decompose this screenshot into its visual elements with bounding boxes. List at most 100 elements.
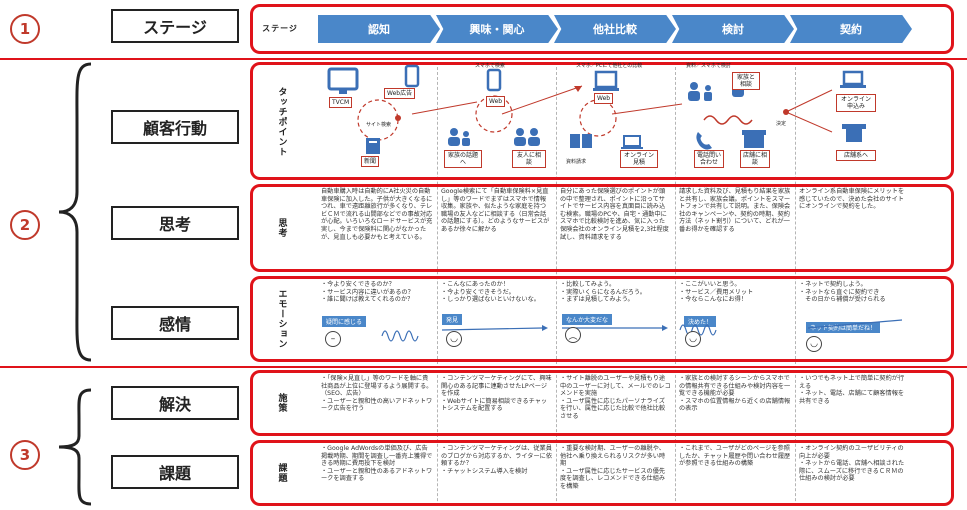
thought-frame [250,184,954,272]
laptop-icon [621,135,643,149]
tp-friend-label: 友人に相談 [512,150,546,168]
step-3-circle: 3 [10,440,40,470]
issue-cell-3: ・重要な検討期、ユーザーの離脱や、他社へ乗り換えられるリスクが多い時期 ・ユーザ… [560,445,666,490]
issue-cell-2: ・コンテンツマーケティングは、従業員のブログから対応するか、ライターに依頼するか… [441,445,553,475]
face-smile-icon-3: ◡ [806,336,822,352]
emotion-tag-4: 決めた！ [684,316,717,327]
label-stage: ステージ [111,9,239,43]
tp-decide-label: 決定 [776,121,787,127]
solution-row-head: 施策 [276,393,287,413]
face-smile-icon-2: ◡ [685,331,701,347]
solution-cell-3: ・サイト離脱のユーザーや見積もり途中のユーザーに対して、メールでのレコメンドを実… [560,375,671,420]
thought-cell-1: 自動車購入時は自動的にA社火災の自動車保険に加入した。子供が大きくなるにつれ、車… [321,188,433,241]
stage-frame [250,4,954,54]
tp-store-consult-label: 店舗に相談 [740,150,770,168]
tp-document-request-label: 資料請求 [566,159,587,165]
emotion-cell-2: ・こんなにあったのか！ ・今より安くできそうだ。 ・しっかり選ばないといけないな… [441,281,540,304]
emotion-tag-3: なんか大変だな [562,314,613,325]
label-solution: 解決 [111,386,239,420]
tp-site-search-label: サイト検索 [366,122,392,128]
stage-consideration: 検討 [672,15,794,43]
newspaper-icon [366,138,380,154]
tp-family-consult-label: 家族と相談 [732,72,760,90]
solution-cell-2: ・コンテンツマーケティングにて、興味関心のある記事に連動させたLPページを作成 … [441,375,552,413]
face-neutral-icon: – [325,331,341,347]
thought-row-head: 思考 [276,218,287,238]
step-2-circle: 2 [10,210,40,240]
tp-web-label-2: Web [486,96,506,107]
thought-cell-5: オンライン系自動車保険にメリットを感じていたので、決めた会社のサイトにオンライン… [799,188,905,211]
store-icon-2 [842,124,866,142]
solution-cell-5: ・いつでもネット上で簡単に契約が行える ・ネット、電話、店舗にて顧客情報を共有で… [799,375,905,405]
tv-icon [327,67,359,94]
label-emotion: 感情 [111,306,239,340]
tp-online-quote-label: オンライン見積 [620,150,658,168]
friends-icon [514,128,540,146]
col-divider-8 [795,370,796,506]
solution-frame [250,370,954,436]
thought-cell-2: Google検索にて「自動車保険料×見直し」等のワードでまずはスマホで情報収集。… [441,188,550,233]
emotion-cell-5: ・ネットで契約しよう。 ・ネットなら直ぐに契約でき その日から補償が受けられる [799,281,886,304]
stage-interest: 興味・関心 [436,15,558,43]
emotion-cell-4: ・ここがいいと思う。 ・サービス／費用メリット ・今ならこんなにお得！ [679,281,754,304]
emotion-cell-3: ・比較してみよう。 ・実際いくらになるんだろう。 ・まずは見積してみよう。 [560,281,646,304]
tp-tvcm-label: TVCM [329,97,353,108]
col-divider-3 [675,62,676,364]
label-issue: 課題 [111,455,239,489]
separator-top [0,58,967,60]
tp-web-label-3: Web [594,93,614,104]
phone-icon [696,132,712,150]
touchpoint-row-head: タッチポイント [276,87,287,157]
face-smile-icon: ◡ [446,331,462,347]
pc-icon [593,70,619,91]
tp-smartphone-search-note: スマホで検索 [475,63,505,69]
tp-store-label: 店舗系へ [836,150,876,161]
stage-contract: 契約 [790,15,912,43]
document-icon [570,134,592,148]
label-customer-behavior: 顧客行動 [111,110,239,144]
col-divider-2 [556,62,557,364]
laptop-icon-2 [840,70,866,88]
stage-awareness: 認知 [318,15,440,43]
col-divider-7 [675,370,676,506]
thought-cell-3: 自分にあった保険選びのポイントが頭の中で整理され、ポイントに沿ってサイトでサービ… [560,188,669,241]
touchpoint-diagram [327,64,866,154]
emotion-curve [381,319,903,342]
solution-cell-4: ・家族との検討するシーンからスマホでの情報共有できる仕組みや検討内容を一覧できる… [679,375,791,413]
store-icon [742,130,766,148]
tp-phone-inquiry-label: 電話問い合わせ [694,150,724,168]
col-divider-1 [437,62,438,364]
issue-cell-5: ・オンライン契約のユーザビリティの向上が必要 ・ネットから電話、店舗へ相談された… [799,445,905,483]
step-1-circle: 1 [10,14,40,44]
face-sad-icon: ︵ [565,327,581,343]
brace-solutions [58,388,92,506]
touchpoint-frame [250,62,954,180]
tp-newspaper-label: 新聞 [361,156,380,167]
smartphone-icon [404,64,420,88]
stage-row-head: ステージ [262,23,298,33]
tp-review-note: 資料／スマホで検討 [686,63,731,69]
emotion-row-head: エモーション [276,289,287,349]
separator-middle [0,366,967,368]
issue-cell-4: ・これまで、ユーザがどのページを参照したか、チャット履歴や問い合わせ履歴が参照で… [679,445,791,468]
solution-cell-1: ・「保険×見直し」等のワードを軸に貴社商品が上位に登場するよう展開する。（SEO… [321,375,433,413]
col-divider-6 [556,370,557,506]
thought-cell-4: 請求した資料及び、見積もり結果を家族と共有し、家族会議。ポイントをスマートフォン… [679,188,791,233]
issue-frame [250,440,954,506]
people-icon [688,82,712,101]
issue-row-head: 課題 [276,463,287,483]
col-divider-4 [795,62,796,364]
stage-comparison: 他社比較 [554,15,676,43]
col-divider-5 [437,370,438,506]
brace-customer-behavior [58,62,92,362]
tp-family-label: 家族の話題へ [444,150,482,168]
smartphone-icon-2 [486,68,502,92]
tp-web-ad-label: Web広告 [384,88,416,99]
tp-compare-note: スマホ／PCにて他社との比較 [576,63,643,69]
emotion-frame [250,276,954,362]
emotion-tag-1: 疑問に感じる [322,316,367,327]
emotion-tag-5: ネット契約は簡単だね！ [806,322,881,333]
family-icon [448,128,470,146]
emotion-cell-1: ・今より安くできるのか？ ・サービス内容に違いがあるの？ ・誰に聞けば教えてくれ… [321,281,414,304]
tp-online-application-label: オンライン申込み [836,94,876,112]
